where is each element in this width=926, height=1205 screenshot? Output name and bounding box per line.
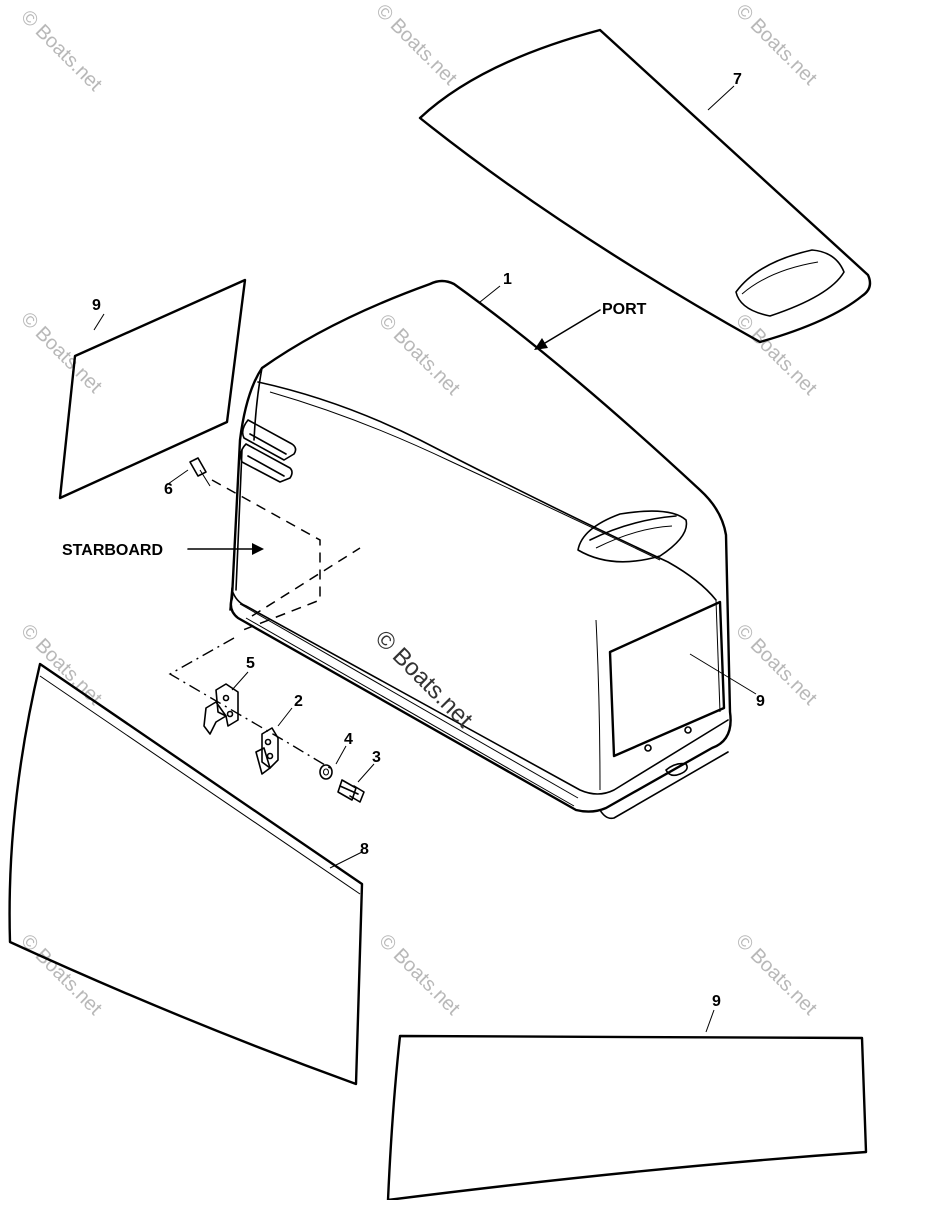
- part-5-bracket: [203, 683, 239, 735]
- part-9-left-decal: [58, 278, 247, 500]
- callout-8: 8: [360, 841, 369, 858]
- watermark: © Boats.net: [16, 6, 106, 96]
- callout-9-bottom: 9: [712, 993, 721, 1010]
- watermark: © Boats.net: [731, 310, 821, 400]
- callout-5: 5: [246, 655, 255, 672]
- part-1-cowl: [229, 279, 732, 820]
- callout-6: 6: [164, 481, 173, 498]
- part-9-rear-decal: [608, 600, 726, 758]
- watermark: © Boats.net: [731, 620, 821, 710]
- callout-9-top-left: 9: [92, 297, 101, 314]
- watermark: © Boats.net: [374, 310, 464, 400]
- direction-arrows: [187, 309, 601, 617]
- leader-lines: [93, 85, 757, 1033]
- callout-labels: 1 7 9 6 5 2 4 3 9 8 9 PORT STARBOARD: [62, 71, 765, 1010]
- watermark: © Boats.net: [374, 930, 464, 1020]
- part-4-washer: [319, 764, 333, 780]
- callout-3: 3: [372, 749, 381, 766]
- part-8-side-decal: [8, 662, 364, 1086]
- callout-4: 4: [344, 731, 353, 748]
- part-6-bolt: [189, 457, 321, 633]
- watermark: © Boats.net: [731, 930, 821, 1020]
- callout-7: 7: [733, 71, 742, 88]
- watermark-main: © Boats.net: [370, 625, 478, 733]
- callout-2: 2: [294, 693, 303, 710]
- watermark: © Boats.net: [371, 0, 461, 90]
- watermark: © Boats.net: [16, 620, 106, 710]
- port-label: PORT: [602, 301, 647, 318]
- watermark: © Boats.net: [16, 930, 106, 1020]
- part-2-bracket: [255, 727, 279, 775]
- part-9-bottom-decal: [386, 1034, 868, 1202]
- callout-1: 1: [503, 271, 512, 288]
- part-3-screw: [337, 779, 365, 803]
- watermark: © Boats.net: [731, 0, 821, 90]
- callout-9-right: 9: [756, 693, 765, 710]
- starboard-label: STARBOARD: [62, 542, 163, 559]
- watermark-group: © Boats.net © Boats.net © Boats.net © Bo…: [16, 0, 821, 1020]
- watermark: © Boats.net: [16, 308, 106, 398]
- part-7-top-decal: [418, 28, 872, 344]
